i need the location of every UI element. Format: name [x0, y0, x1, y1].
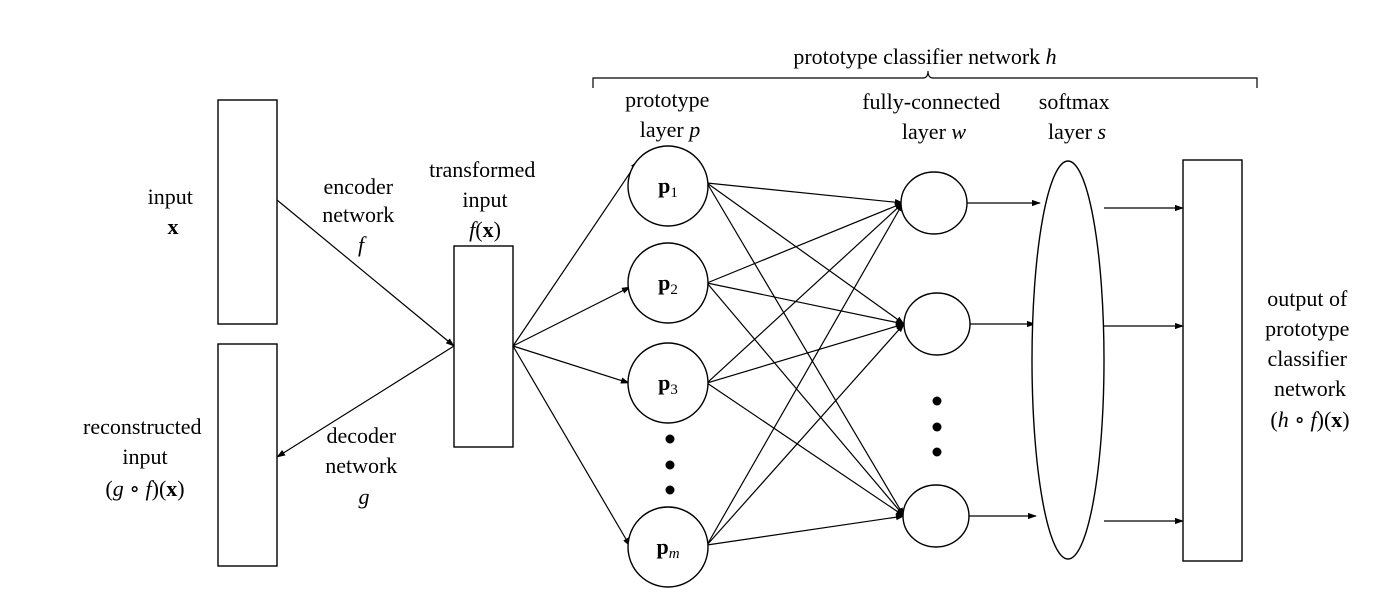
- edge-p4-to-w3: [706, 514, 905, 546]
- edge-fx-to-p4: [512, 345, 631, 547]
- encoder-arrow: [276, 199, 455, 347]
- edge-p3-to-w3: [706, 382, 905, 517]
- output-box: [1182, 159, 1243, 562]
- edge-p2-to-w2: [706, 282, 905, 326]
- reconstructed-input-expr: (g ∘ f)(x): [105, 476, 184, 501]
- prototype-node-2: p2: [627, 242, 709, 324]
- svg-text:p3: p3: [658, 370, 678, 398]
- transformed-input-box: [453, 245, 514, 448]
- edge-p2-to-w1: [706, 202, 904, 284]
- classifier-brace: [592, 70, 1258, 88]
- decoder-arrow: [276, 345, 455, 458]
- output-expr: (h ∘ f)(x): [1270, 407, 1349, 432]
- reconstructed-input-label: reconstructed input: [83, 414, 207, 469]
- edge-p1-to-w1: [706, 182, 904, 206]
- encoder-label: encoder network f: [322, 174, 400, 257]
- prototype-node-1: p1: [627, 145, 709, 227]
- fc-ellipsis: [932, 396, 942, 457]
- transformed-input-expr: f(x): [469, 217, 501, 242]
- svg-text:p2: p2: [658, 270, 678, 298]
- edge-p3-to-w1: [706, 202, 904, 384]
- transformed-to-prototype-edges: [512, 160, 639, 547]
- fc-node-1: [900, 171, 968, 235]
- edge-fx-to-p1: [512, 160, 639, 347]
- brace-label: prototype classifier network h: [793, 44, 1056, 69]
- input-box: [217, 99, 278, 325]
- edge-p1-to-w3: [706, 182, 905, 517]
- transformed-input-label: transformed input: [429, 157, 541, 212]
- svg-text:pm: pm: [656, 534, 679, 562]
- edge-fx-to-p3: [512, 345, 630, 384]
- output-label: output of prototype classifier network: [1265, 286, 1355, 401]
- fc-to-softmax-edges: [967, 199, 1041, 520]
- softmax-layer-label: softmax layer s: [1039, 89, 1115, 144]
- prototype-layer-label: prototype layer p: [625, 87, 715, 142]
- edge-fx-to-p2: [512, 286, 631, 347]
- prototype-node-m: pm: [627, 506, 709, 588]
- fc-layer-label: fully-connected layer w: [862, 89, 1006, 144]
- softmax-layer-shape: [1031, 160, 1105, 560]
- prototype-node-3: p3: [627, 342, 709, 424]
- input-label: input x: [148, 184, 199, 239]
- edge-p2-to-w3: [706, 282, 905, 517]
- decoder-label: decoder network g: [325, 423, 403, 509]
- reconstructed-input-box: [217, 343, 278, 567]
- fc-node-k: [902, 484, 970, 548]
- edge-p3-to-w2: [706, 323, 905, 384]
- edge-p1-to-w2: [706, 182, 905, 325]
- prototype-ellipsis: [665, 434, 675, 495]
- prototype-to-fc-edges: [706, 182, 905, 546]
- edge-p4-to-w2: [706, 323, 905, 546]
- fc-node-2: [903, 292, 971, 356]
- softmax-to-output-edges: [1104, 204, 1184, 525]
- svg-text:p1: p1: [658, 173, 678, 201]
- edge-p4-to-w1: [706, 202, 904, 546]
